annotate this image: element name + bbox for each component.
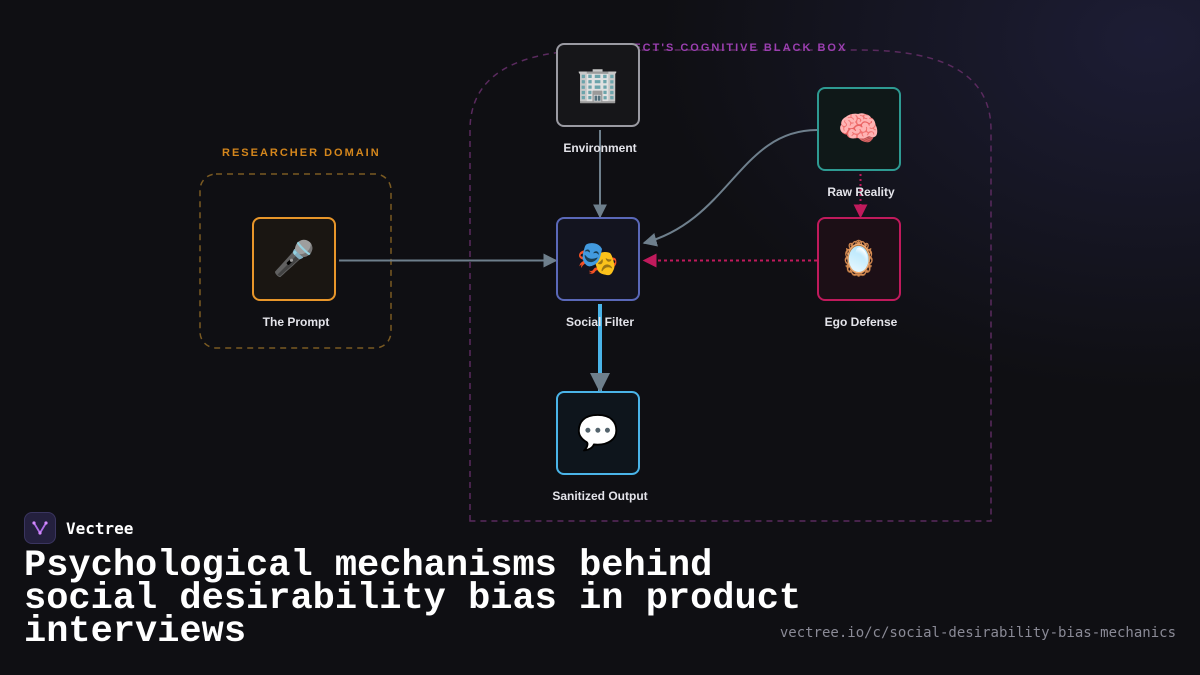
source-url[interactable]: vectree.io/c/social-desirability-bias-me… [779,625,1176,641]
mirror-icon: 🪞 [837,240,881,278]
node-sanitized-output[interactable]: 💬 [556,391,640,475]
microphone-icon: 🎤 [272,240,316,278]
node-the-prompt-label: The Prompt [262,315,330,329]
theater-masks-icon: 🎭 [576,240,620,278]
node-social-filter-label: Social Filter [565,315,635,329]
subject-black-box-boundary [469,49,992,522]
node-ego-defense-label: Ego Defense [824,315,898,329]
subject-black-box-label: SUBJECT'S COGNITIVE BLACK BOX [596,42,848,54]
node-sanitized-output-label: Sanitized Output [552,489,648,503]
researcher-domain-label: RESEARCHER DOMAIN [222,147,381,159]
vectree-logo-icon [24,512,56,544]
node-the-prompt[interactable]: 🎤 [252,217,336,301]
node-environment[interactable]: 🏢 [556,43,640,127]
node-environment-label: Environment [563,141,637,155]
brain-icon: 🧠 [837,110,881,148]
edge-raw-to-social [642,129,818,247]
node-raw-reality[interactable]: 🧠 [817,87,901,171]
brand-name: Vectree [66,518,134,538]
node-ego-defense[interactable]: 🪞 [817,217,901,301]
brand: Vectree [24,512,133,544]
node-raw-reality-label: Raw Reality [827,185,895,199]
office-building-icon: 🏢 [576,66,620,104]
speech-bubble-icon: 💬 [576,414,620,452]
node-social-filter[interactable]: 🎭 [556,217,640,301]
page-title: Psychological mechanisms behind social d… [24,545,802,653]
